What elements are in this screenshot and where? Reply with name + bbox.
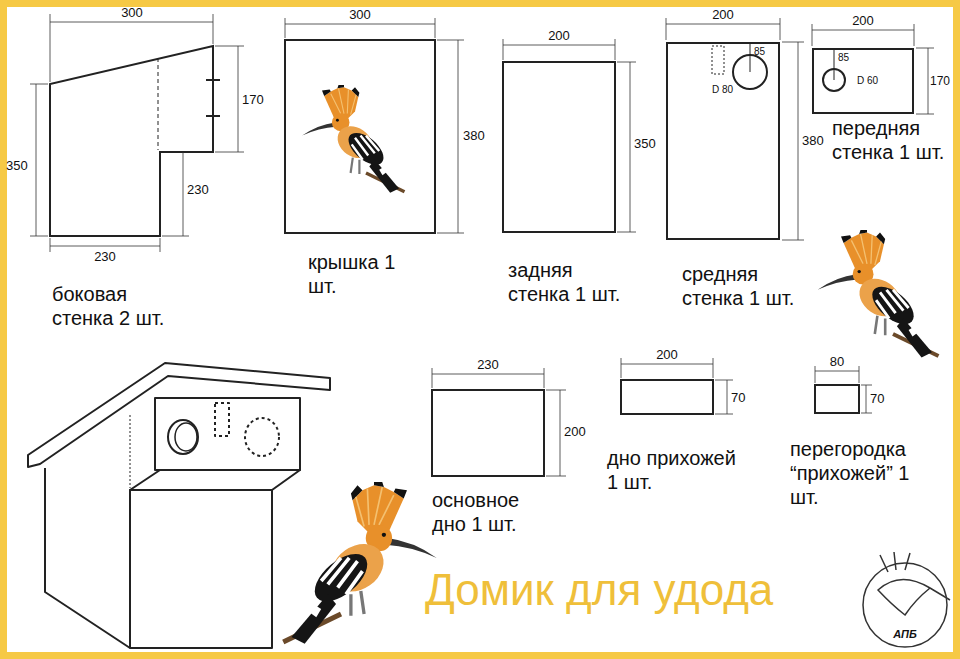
side-wall: [50, 46, 213, 236]
hoopoe-illustrations: [283, 85, 938, 644]
dimension: 200: [647, 347, 687, 363]
dimension: 80: [817, 354, 857, 370]
part-name: крышка 1 шт.: [308, 250, 398, 298]
middle-wall: 85 D 80: [666, 42, 780, 240]
title: Домик для удода: [425, 566, 773, 614]
dimension: 300: [112, 5, 152, 21]
dimension: 70: [870, 391, 894, 407]
dimension-lines: [30, 14, 934, 476]
dimension: 85: [838, 52, 849, 63]
dimension: 170: [930, 74, 952, 88]
part-name: передняя стенка 1 шт.: [832, 116, 952, 164]
dimension: 230: [187, 182, 217, 198]
house-sketch: [28, 363, 330, 648]
lid: [285, 40, 435, 233]
hole-diameter: D 60: [857, 75, 878, 86]
logo: [863, 552, 950, 647]
part-name: перегородка “прихожей” 1 шт.: [790, 437, 915, 509]
back-wall: [503, 62, 615, 232]
dimension: 200: [564, 424, 594, 440]
dimension: 200: [703, 7, 743, 23]
dimension: 300: [340, 7, 380, 23]
dimension: 230: [468, 357, 508, 373]
dimension: 200: [843, 13, 883, 29]
anteroom-partition: [815, 385, 859, 413]
dimension: 380: [463, 128, 493, 144]
main-bottom: [432, 390, 544, 476]
part-name: средняя стенка 1 шт.: [682, 262, 807, 310]
anteroom-bottom: [621, 380, 713, 414]
dimension: 380: [802, 133, 832, 149]
logo-text: АПБ: [890, 628, 920, 641]
dimension: 200: [539, 28, 579, 44]
part-name: боковая стенка 2 шт.: [52, 282, 177, 330]
front-wall: 85 D 60: [812, 48, 914, 114]
hole-marks: [158, 42, 834, 150]
dimension: 230: [85, 249, 125, 265]
part-name: основное дно 1 шт.: [432, 488, 542, 536]
part-name: задняя стенка 1 шт.: [508, 258, 633, 306]
part-outlines: [50, 40, 859, 476]
dimension: 350: [6, 158, 34, 174]
dimension: 350: [634, 136, 664, 152]
dimension: 70: [731, 390, 755, 406]
part-name: дно прихожей 1 шт.: [607, 446, 747, 494]
hole-diameter: D 80: [712, 84, 733, 95]
dimension: 170: [242, 92, 272, 108]
dimension: 85: [754, 46, 765, 57]
